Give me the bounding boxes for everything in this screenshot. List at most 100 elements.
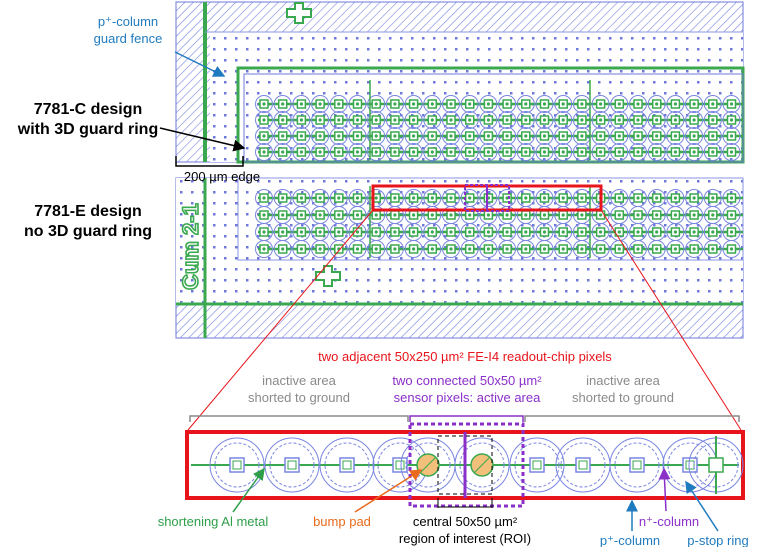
pixel-cell [554,143,573,161]
pixel-cell [273,240,292,258]
guard-fence-label-line1: p⁺-column [98,14,158,29]
pixel-cell [629,95,647,113]
pixel-cell [498,240,517,258]
p-column-label: p⁺-column [600,533,660,547]
pixel-cell [685,127,704,145]
pixel-cell [479,127,498,145]
pixel-cell [554,189,573,207]
pixel-cell [685,95,704,113]
pixel-cell [311,240,330,258]
pixel-cell [273,95,292,113]
pixel-cell [479,143,498,161]
pixel-cell [591,143,610,161]
zoom-pixel-cell [609,437,665,493]
pixel-cell [722,240,741,258]
layout-c-row [255,143,743,161]
region-brackets [189,415,740,422]
pixel-cell [516,143,535,161]
active-area-box [408,422,525,508]
design-e-title: 7781-E design [34,203,142,220]
pixel-cell [666,111,685,129]
pixel-cell [516,127,535,145]
pixel-cell [666,143,685,161]
pixel-cell [255,95,273,113]
pixel-cell [311,95,330,113]
plus-marker-c [286,2,312,24]
edge-bracket [175,156,244,167]
pixel-cell [329,111,348,129]
pixel-cell [348,111,367,129]
p-stop-label: p-stop ring [687,533,748,547]
pixel-cell [460,95,479,113]
zoom-pixel-cell [688,436,744,494]
pixel-cell [367,240,386,258]
pixel-cell [685,143,704,161]
pixel-cell [629,127,647,145]
pixel-cell [292,127,311,145]
pixel-cell [479,95,498,113]
layout-c-row [255,95,743,113]
pixel-cell [404,240,423,258]
pixel-cell [554,111,573,129]
layout-e-row [255,206,743,224]
bump-pad-arrow [354,469,423,513]
pixel-cell [292,223,311,241]
layout-c-row [255,111,743,129]
pixel-cell [498,111,517,129]
pixel-cell [273,143,292,161]
pixel-cell [647,127,666,145]
design-c-arrow [159,127,246,152]
zoom-line-left [187,209,374,431]
pixel-cell [629,240,647,258]
zoom-detail [185,422,745,508]
pixel-cell [516,111,535,129]
al-metal-arrow [232,467,265,513]
n-column-label: n⁺-column [639,514,699,529]
pixel-cell [423,240,442,258]
bump-pad-label: bump pad [313,514,371,529]
pixel-cell [385,95,404,113]
inactive-right-line1: inactive area [586,373,660,388]
pixel-cell [722,95,741,113]
pixel-cell [311,111,330,129]
pixel-cell [442,95,460,113]
roi-line2: region of interest (ROI) [399,531,531,546]
pixel-cell [404,143,423,161]
pixel-cell [311,127,330,145]
pixel-cell [385,111,404,129]
pixel-cell [329,127,348,145]
pixel-cell [255,127,273,145]
pixel-cell [685,240,704,258]
layout-e-row [255,189,743,207]
pixel-cell [535,95,554,113]
pixel-cell [348,143,367,161]
pixel-cell [348,240,367,258]
pixel-cell [273,127,292,145]
edge-label: 200 µm edge [184,169,260,184]
pixel-cell [423,111,442,129]
chip-id-text: Cum 2-1 [178,203,203,290]
pixel-cell [610,143,629,161]
pixel-cell [479,111,498,129]
pixel-cell [591,111,610,129]
active-box-top [464,184,510,212]
pixel-cell [329,95,348,113]
pixel-cell [703,143,722,161]
pixel-cell [460,127,479,145]
pixel-cell [703,240,722,258]
pixel-cell [498,143,517,161]
inactive-left-line2: shorted to ground [248,390,350,405]
pixel-cell [348,95,367,113]
pixel-cell [703,111,722,129]
pixel-cell [404,127,423,145]
pixel-cell [273,223,292,241]
zoom-pixel-cell [319,437,375,493]
zoom-pixel-cell [264,437,320,493]
pixel-cell [292,143,311,161]
pixel-cell [535,143,554,161]
pixel-cell [610,127,629,145]
zoom-line-right [600,209,742,431]
pixel-cell [367,95,386,113]
pixel-cell [479,240,498,258]
pixel-cell [255,111,273,129]
